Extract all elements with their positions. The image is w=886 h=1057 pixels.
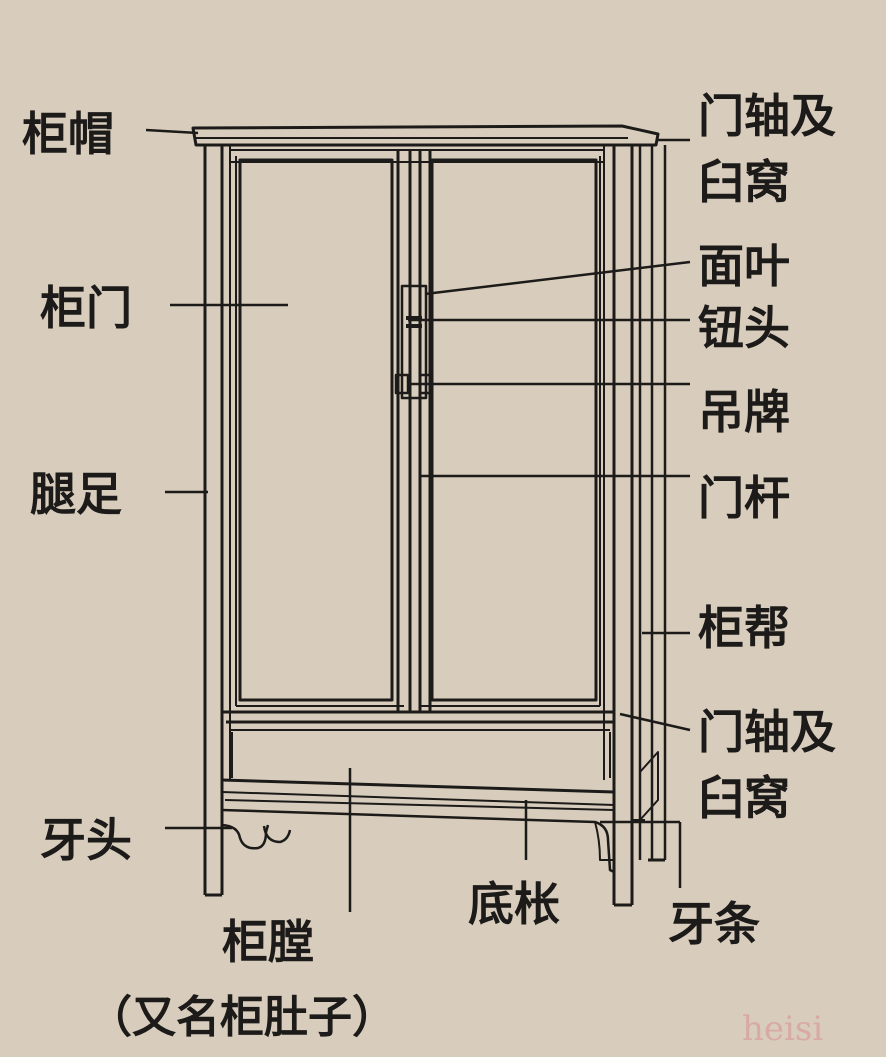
label-bottom-stretcher: 底枨: [468, 877, 560, 931]
left-door: [235, 156, 404, 707]
hardware: [394, 284, 434, 400]
labels: 柜帽 柜门 腿足 牙头 柜膛 （又名柜肚子） 底枨 牙条 门轴及 臼窝 面叶 钮…: [22, 89, 836, 1043]
leader-cap: [145, 128, 199, 135]
label-knob: 钮头: [698, 301, 790, 355]
belly-part: [231, 732, 611, 778]
leader-face-plate: [424, 260, 691, 296]
label-belly: 柜膛: [222, 915, 314, 969]
label-leg: 腿足: [30, 467, 122, 521]
label-door: 柜门: [40, 281, 132, 335]
label-belly-alias: （又名柜肚子）: [88, 992, 396, 1043]
label-pivot-bottom-1: 门轴及: [698, 705, 836, 759]
label-pivot-bottom-2: 臼窝: [698, 771, 790, 825]
label-pull: 吊牌: [698, 385, 790, 439]
cabinet-drawing: [191, 124, 667, 907]
middle-rail: [222, 710, 614, 731]
label-apron-strip: 牙条: [668, 897, 760, 951]
label-apron-head: 牙头: [40, 813, 132, 867]
label-face-plate: 面叶: [698, 239, 790, 293]
left-leg: [203, 145, 231, 897]
door-bar-part: [396, 150, 432, 712]
leader-pivot-bottom: [619, 712, 691, 732]
label-pivot-top-1: 门轴及: [698, 89, 836, 143]
cap-part: [191, 124, 660, 147]
label-side-panel: 柜帮: [698, 601, 790, 655]
label-door-bar: 门杆: [698, 471, 790, 525]
watermark: heisi: [742, 1009, 823, 1049]
door-frame: [230, 149, 604, 163]
right-door: [420, 156, 601, 707]
apron-part: [221, 808, 645, 874]
label-pivot-top-2: 臼窝: [698, 155, 790, 209]
label-cap: 柜帽: [22, 107, 114, 161]
leader-lines: [145, 128, 691, 912]
bottom-stretcher-part: [221, 778, 615, 811]
side-panel-part: [638, 145, 667, 862]
